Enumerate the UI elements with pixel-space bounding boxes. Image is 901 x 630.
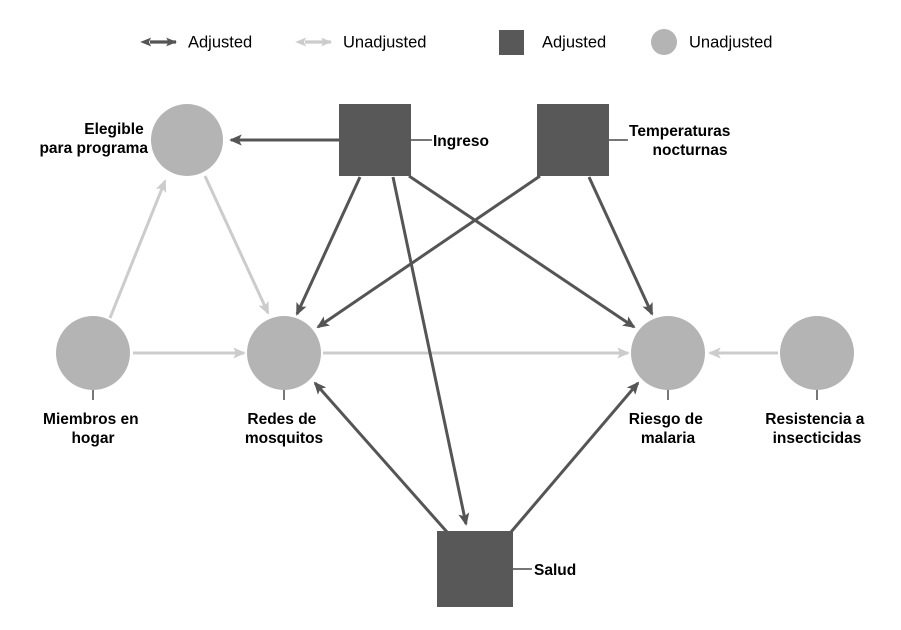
edge-temperaturas-to-riesgo — [587, 176, 654, 316]
label-connector-stubs — [411, 139, 628, 570]
edges-adjusted — [229, 134, 654, 533]
node-resistencia-a-insecticidas[interactable] — [780, 316, 854, 390]
edge-miembros-to-elegible — [108, 179, 167, 319]
node-ingreso[interactable] — [339, 104, 411, 176]
legend-item-unadjusted-edge[interactable]: Unadjusted — [295, 33, 426, 51]
node-salud[interactable] — [437, 531, 513, 607]
edge-salud-to-redes — [313, 381, 449, 533]
node-redes-de-mosquitos[interactable] — [247, 316, 321, 390]
edge-salud-to-riesgo — [509, 381, 640, 533]
legend-label-adjusted-edge: Adjusted — [188, 33, 252, 51]
legend-label-unadjusted-edge: Unadjusted — [343, 33, 426, 51]
node-label-redes-de-mosquitos: Redes de mosquitos — [245, 411, 323, 447]
node-elegible-para-programa[interactable] — [151, 104, 223, 176]
edge-ingreso-to-redes — [295, 176, 362, 316]
legend-item-adjusted-edge[interactable]: Adjusted — [140, 33, 252, 51]
circle-light-icon — [651, 29, 677, 55]
legend-item-unadjusted-node[interactable]: Unadjusted — [651, 29, 772, 55]
legend-item-adjusted-node[interactable]: Adjusted — [499, 30, 606, 55]
node-label-temperaturas-nocturnas: Temperaturas nocturnas — [629, 123, 735, 159]
edges-unadjusted — [108, 175, 778, 359]
node-label-salud: Salud — [534, 562, 576, 579]
node-label-ingreso: Ingreso — [433, 133, 489, 150]
node-label-riesgo-de-malaria: Riesgo de malaria — [629, 411, 707, 447]
node-label-elegible-para-programa: Elegible para programa — [39, 121, 148, 157]
edge-ingreso-to-salud — [391, 176, 470, 526]
nodes — [56, 104, 854, 607]
node-temperaturas-nocturnas[interactable] — [537, 104, 609, 176]
legend-label-adjusted-node: Adjusted — [542, 33, 606, 51]
edge-temperaturas-to-redes — [316, 174, 541, 329]
node-label-resistencia-a-insecticidas: Resistencia a insecticidas — [765, 411, 868, 447]
legend-label-unadjusted-node: Unadjusted — [689, 33, 772, 51]
square-dark-icon — [499, 30, 524, 55]
legend: Adjusted Unadjusted Adjusted Unadjusted — [140, 29, 772, 55]
edge-ingreso-to-riesgo — [408, 174, 636, 329]
edge-elegible-to-redes — [203, 175, 270, 315]
node-labels: Elegible para programa Ingreso Temperatu… — [39, 121, 868, 579]
node-riesgo-de-malaria[interactable] — [631, 316, 705, 390]
node-miembros-en-hogar[interactable] — [56, 316, 130, 390]
node-label-miembros-en-hogar: Miembros en hogar — [43, 411, 143, 447]
